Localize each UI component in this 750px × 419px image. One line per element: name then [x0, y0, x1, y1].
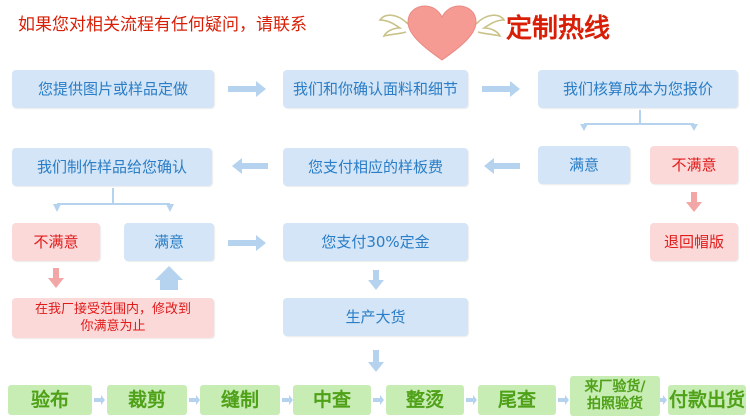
arrow-up-icon	[155, 266, 183, 290]
prod-step-1: 验布	[8, 385, 92, 415]
prod-step-3: 缝制	[200, 385, 280, 415]
arrow-down-icon	[48, 268, 64, 288]
step-return-hat: 退回帽版	[650, 223, 738, 261]
step-provide-image: 您提供图片或样品定做	[12, 70, 214, 108]
winged-heart-icon	[378, 5, 506, 61]
step-accounting-quote: 我们核算成本为您报价	[538, 70, 738, 108]
arrow-left-icon	[232, 158, 268, 174]
prod-step-7: 来厂验货/拍照验货	[570, 376, 660, 416]
arrow-right-icon	[482, 81, 520, 97]
result-satisfied-quote: 满意	[538, 146, 630, 184]
arrow-right-icon	[228, 235, 266, 251]
prod-step-8: 付款出货	[668, 385, 746, 415]
contact-question: 如果您对相关流程有任何疑问，请联系	[18, 15, 307, 35]
result-unsatisfied-quote: 不满意	[650, 146, 738, 184]
arrow-right-icon	[228, 81, 266, 97]
result-satisfied-sample: 满意	[124, 223, 214, 261]
step-mass-production: 生产大货	[283, 298, 468, 336]
arrow-down-icon	[368, 270, 384, 290]
step-make-sample: 我们制作样品给您确认	[12, 148, 212, 186]
step-revise: 在我厂接受范围内，修改到你满意为止	[12, 298, 214, 338]
prod-step-5: 整烫	[386, 385, 464, 415]
arrow-down-icon	[368, 350, 384, 372]
prod-step-6: 尾查	[478, 385, 556, 415]
prod-step-2: 裁剪	[107, 385, 187, 415]
arrow-down-icon	[686, 192, 702, 212]
step-pay-sample-fee: 您支付相应的样板费	[283, 148, 468, 186]
step-pay-deposit: 您支付30%定金	[283, 223, 468, 261]
prod-step-4: 中查	[293, 385, 371, 415]
result-unsatisfied-sample: 不满意	[12, 223, 100, 261]
arrow-left-icon	[484, 158, 520, 174]
step-confirm-fabric: 我们和你确认面料和细节	[283, 70, 468, 108]
hotline-title: 定制热线	[506, 14, 611, 44]
